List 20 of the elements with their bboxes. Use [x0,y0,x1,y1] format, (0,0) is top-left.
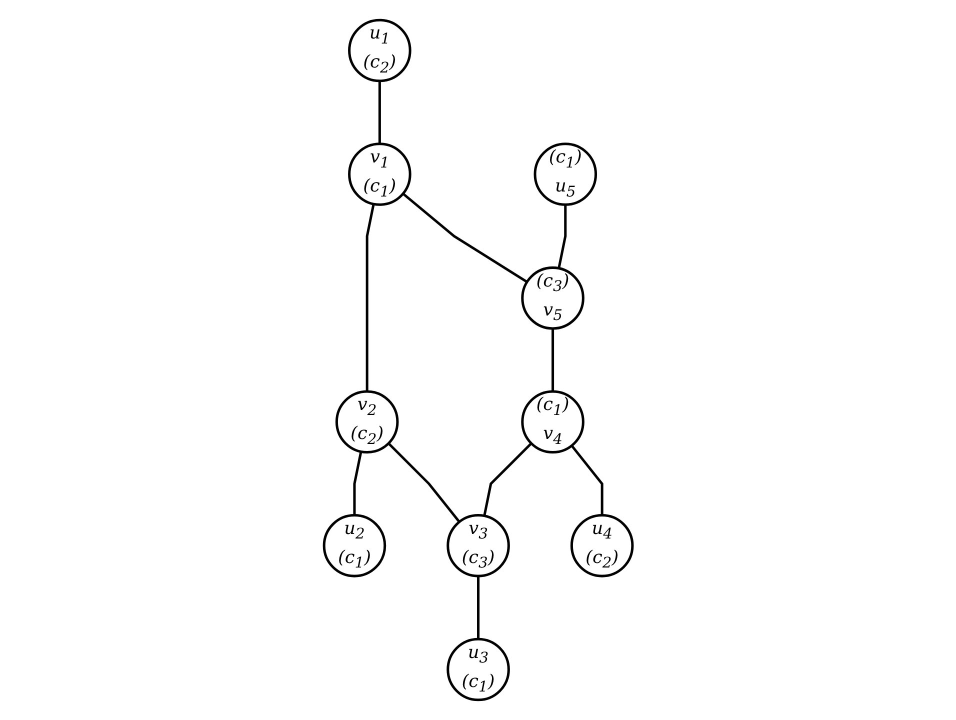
node-circle: v$_{1}$ (c$_{1}$) [348,142,412,206]
connector [551,328,554,392]
node-circle: (c$_{1}$) v$_{4}$ [520,390,584,454]
connector [378,80,381,144]
node-circle: v$_{3}$ (c$_{3}$) [446,514,510,578]
node-circle: u$_{3}$ (c$_{1}$) [446,638,510,702]
connector [557,204,566,269]
connector [402,192,528,283]
connector [570,444,604,516]
node-circle: (c$_{1}$) u$_{5}$ [533,142,597,206]
node-circle: u$_{4}$ (c$_{2}$) [570,514,634,578]
node-circle: v$_{2}$ (c$_{2}$) [335,390,398,454]
connector [352,451,362,516]
connector [387,442,460,523]
node-circle: u$_{1}$ (c$_{2}$) [348,18,412,82]
connector [482,442,532,516]
connector [476,576,480,640]
node-circle: (c$_{3}$) v$_{5}$ [520,266,584,330]
node-circle: u$_{2}$ (c$_{1}$) [322,514,386,578]
connector [366,204,375,392]
